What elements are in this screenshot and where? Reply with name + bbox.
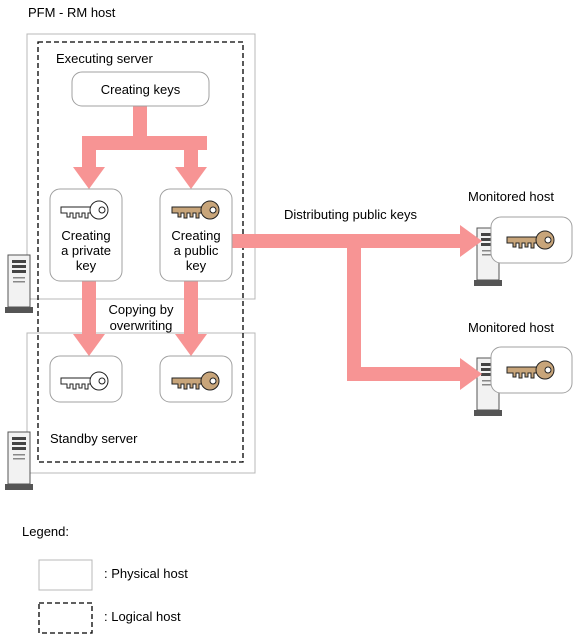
- distributing-label: Distributing public keys: [284, 207, 417, 222]
- executing-physical-host-box: [26, 33, 256, 300]
- legend-physical-swatch: [38, 559, 93, 591]
- private-key-line-2: a private: [61, 243, 111, 258]
- key-flow-arrows: [73, 106, 482, 390]
- monitored-host-1-label: Monitored host: [468, 189, 554, 204]
- executing-server-icon: [4, 254, 34, 314]
- standby-server-label: Standby server: [50, 431, 138, 446]
- legend-logical-swatch: [38, 602, 93, 634]
- copy-label-line-1: Copying by: [108, 302, 174, 317]
- public-key-line-1: Creating: [171, 228, 220, 243]
- standby-physical-host-box: [26, 332, 256, 474]
- executing-server-label: Executing server: [56, 51, 153, 66]
- private-key-line-3: key: [76, 258, 97, 273]
- monitored-host-2-label: Monitored host: [468, 320, 554, 335]
- legend-logical-label: : Logical host: [104, 609, 181, 624]
- creating-keys-box: [71, 71, 210, 107]
- public-key-line-2: a public: [174, 243, 219, 258]
- standby-server-icon: [4, 431, 34, 491]
- legend-physical-label: : Physical host: [104, 566, 188, 581]
- creating-keys-label: Creating keys: [101, 82, 181, 97]
- logical-host-box: [37, 41, 244, 463]
- legend-title: Legend:: [22, 524, 69, 539]
- public-key-line-3: key: [186, 258, 207, 273]
- copy-label-line-2: overwriting: [110, 318, 173, 333]
- private-key-line-1: Creating: [61, 228, 110, 243]
- diagram-title: PFM - RM host: [28, 5, 116, 20]
